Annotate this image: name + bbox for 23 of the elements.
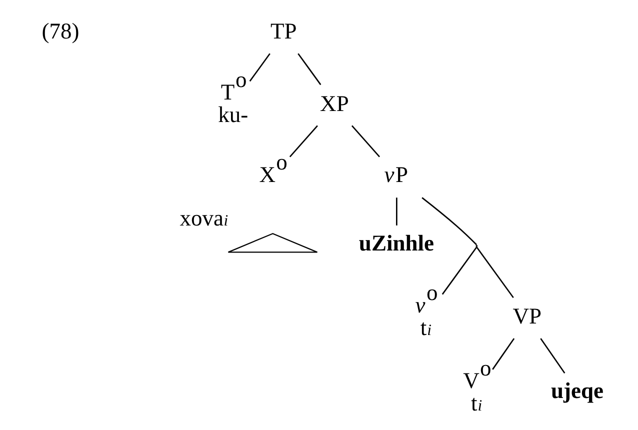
connector — [441, 246, 477, 295]
connector — [297, 53, 321, 86]
connector — [350, 125, 380, 158]
connector — [492, 338, 514, 370]
connector — [248, 53, 270, 82]
node-label: xovai — [179, 206, 228, 231]
node-text: vP — [384, 162, 408, 187]
connector — [288, 125, 318, 158]
node-text: ujeqe — [550, 378, 604, 404]
node-label: ti — [420, 314, 431, 340]
label: (78) — [41, 18, 79, 44]
connector — [421, 197, 477, 246]
connector — [396, 198, 397, 226]
node-text: uZinhle — [358, 230, 434, 256]
node-text: VP — [512, 304, 542, 329]
node-point — [475, 245, 478, 247]
connector — [476, 246, 514, 298]
node-label: ku- — [218, 102, 248, 128]
node-text: TP — [270, 18, 296, 44]
node-label: ti — [470, 390, 482, 416]
node-triangle — [227, 232, 318, 253]
node-text: XP — [320, 90, 348, 116]
connector — [540, 338, 565, 374]
